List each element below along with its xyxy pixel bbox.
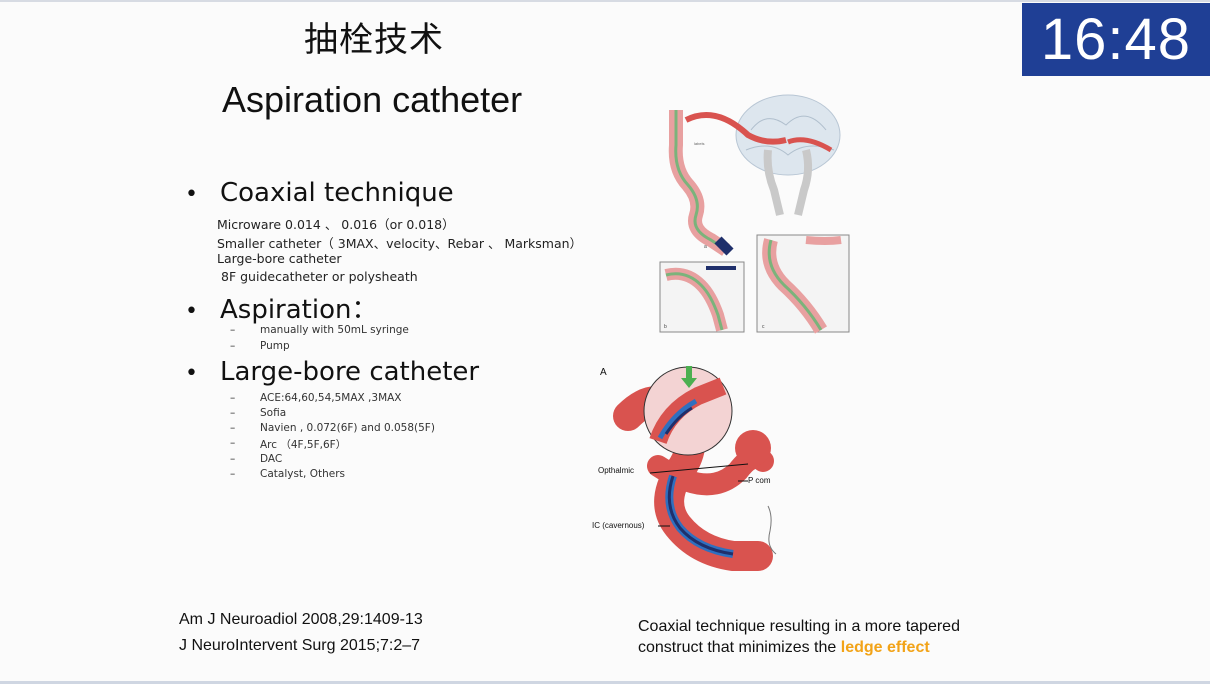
caption-highlight: ledge effect: [840, 639, 930, 656]
bullet-label: Aspiration：: [220, 295, 378, 325]
caption-line-1: Coaxial technique resulting in a more ta…: [638, 618, 960, 635]
list-item: – Arc （4F,5F,6F）: [230, 437, 346, 452]
figure-panel-label: A: [600, 367, 607, 378]
bullet-label: Large-bore catheter: [220, 357, 480, 387]
list-item-text: manually with 50mL syringe: [260, 324, 409, 336]
bullet-large-bore: • Large-bore catheter: [185, 357, 479, 387]
coaxial-line: Large-bore catheter: [217, 251, 342, 266]
bullet-coaxial: • Coaxial technique: [185, 178, 454, 208]
list-item: – DAC: [230, 453, 282, 465]
slide-title-english: Aspiration catheter: [222, 79, 523, 120]
list-item-text: Navien , 0.072(6F) and 0.058(5F): [260, 422, 435, 434]
dash-marker: –: [230, 437, 236, 449]
list-item-text: Arc （4F,5F,6F）: [260, 439, 347, 451]
list-item: – manually with 50mL syringe: [230, 324, 409, 336]
aneurysm-illustration-icon: A Opthalmic P com IC (cavernous): [588, 356, 810, 576]
dash-marker: –: [230, 468, 236, 480]
list-item-text: DAC: [260, 453, 283, 465]
dash-marker: –: [230, 392, 236, 404]
brain-icon: [735, 94, 841, 176]
bullet-marker: •: [185, 299, 198, 324]
label-opthalmic: Opthalmic: [598, 466, 634, 475]
panel-label-a: a: [704, 244, 707, 250]
green-down-arrow-icon: [681, 366, 697, 388]
bullet-label: Coaxial technique: [220, 178, 454, 208]
list-item-text: ACE:64,60,54,5MAX ,3MAX: [260, 392, 402, 404]
top-edge: [0, 0, 1210, 2]
dash-marker: –: [230, 453, 236, 465]
dash-marker: –: [230, 422, 236, 434]
bullet-marker: •: [185, 182, 198, 207]
list-item: – Navien , 0.072(6F) and 0.058(5F): [230, 422, 435, 434]
bottom-edge: [0, 681, 1210, 684]
caption-line-2: construct that minimizes the ledge effec…: [638, 637, 960, 658]
dash-marker: –: [230, 324, 236, 336]
figure-caption: Coaxial technique resulting in a more ta…: [638, 616, 960, 658]
list-item-text: Sofia: [260, 407, 287, 419]
list-item: – Catalyst, Others: [230, 468, 345, 480]
panel-label-c: c: [762, 324, 765, 330]
coaxial-line: 8F guidecatheter or polysheath: [221, 269, 418, 284]
bullet-aspiration: • Aspiration：: [185, 289, 378, 326]
label-pcom: P com: [748, 476, 771, 485]
slide-title-chinese: 抽栓技术: [304, 20, 444, 60]
dash-marker: –: [230, 407, 236, 419]
caption-line-2-text: construct that minimizes the: [638, 639, 841, 656]
catheter-illustration-icon: a labels b c: [656, 90, 856, 340]
reference-line: Am J Neuroadiol 2008,29:1409-13: [179, 611, 423, 628]
list-item: – Sofia: [230, 407, 286, 419]
timer-display: 16:48: [1022, 3, 1210, 76]
list-item-text: Pump: [260, 340, 290, 352]
label-ic-cavernous: IC (cavernous): [592, 521, 645, 530]
bullet-marker: •: [185, 361, 198, 386]
coaxial-line: Smaller catheter（ 3MAX、velocity、Rebar 、 …: [217, 236, 583, 251]
panel-label-b: b: [664, 324, 667, 330]
coaxial-line: Microware 0.014 、 0.016（or 0.018）: [217, 217, 455, 232]
dash-marker: –: [230, 340, 236, 352]
list-item-text: Catalyst, Others: [260, 468, 345, 480]
reference-line: J NeuroIntervent Surg 2015;7:2–7: [179, 637, 421, 654]
list-item: – ACE:64,60,54,5MAX ,3MAX: [230, 392, 402, 404]
svg-text:labels: labels: [694, 141, 704, 146]
list-item: – Pump: [230, 340, 290, 352]
